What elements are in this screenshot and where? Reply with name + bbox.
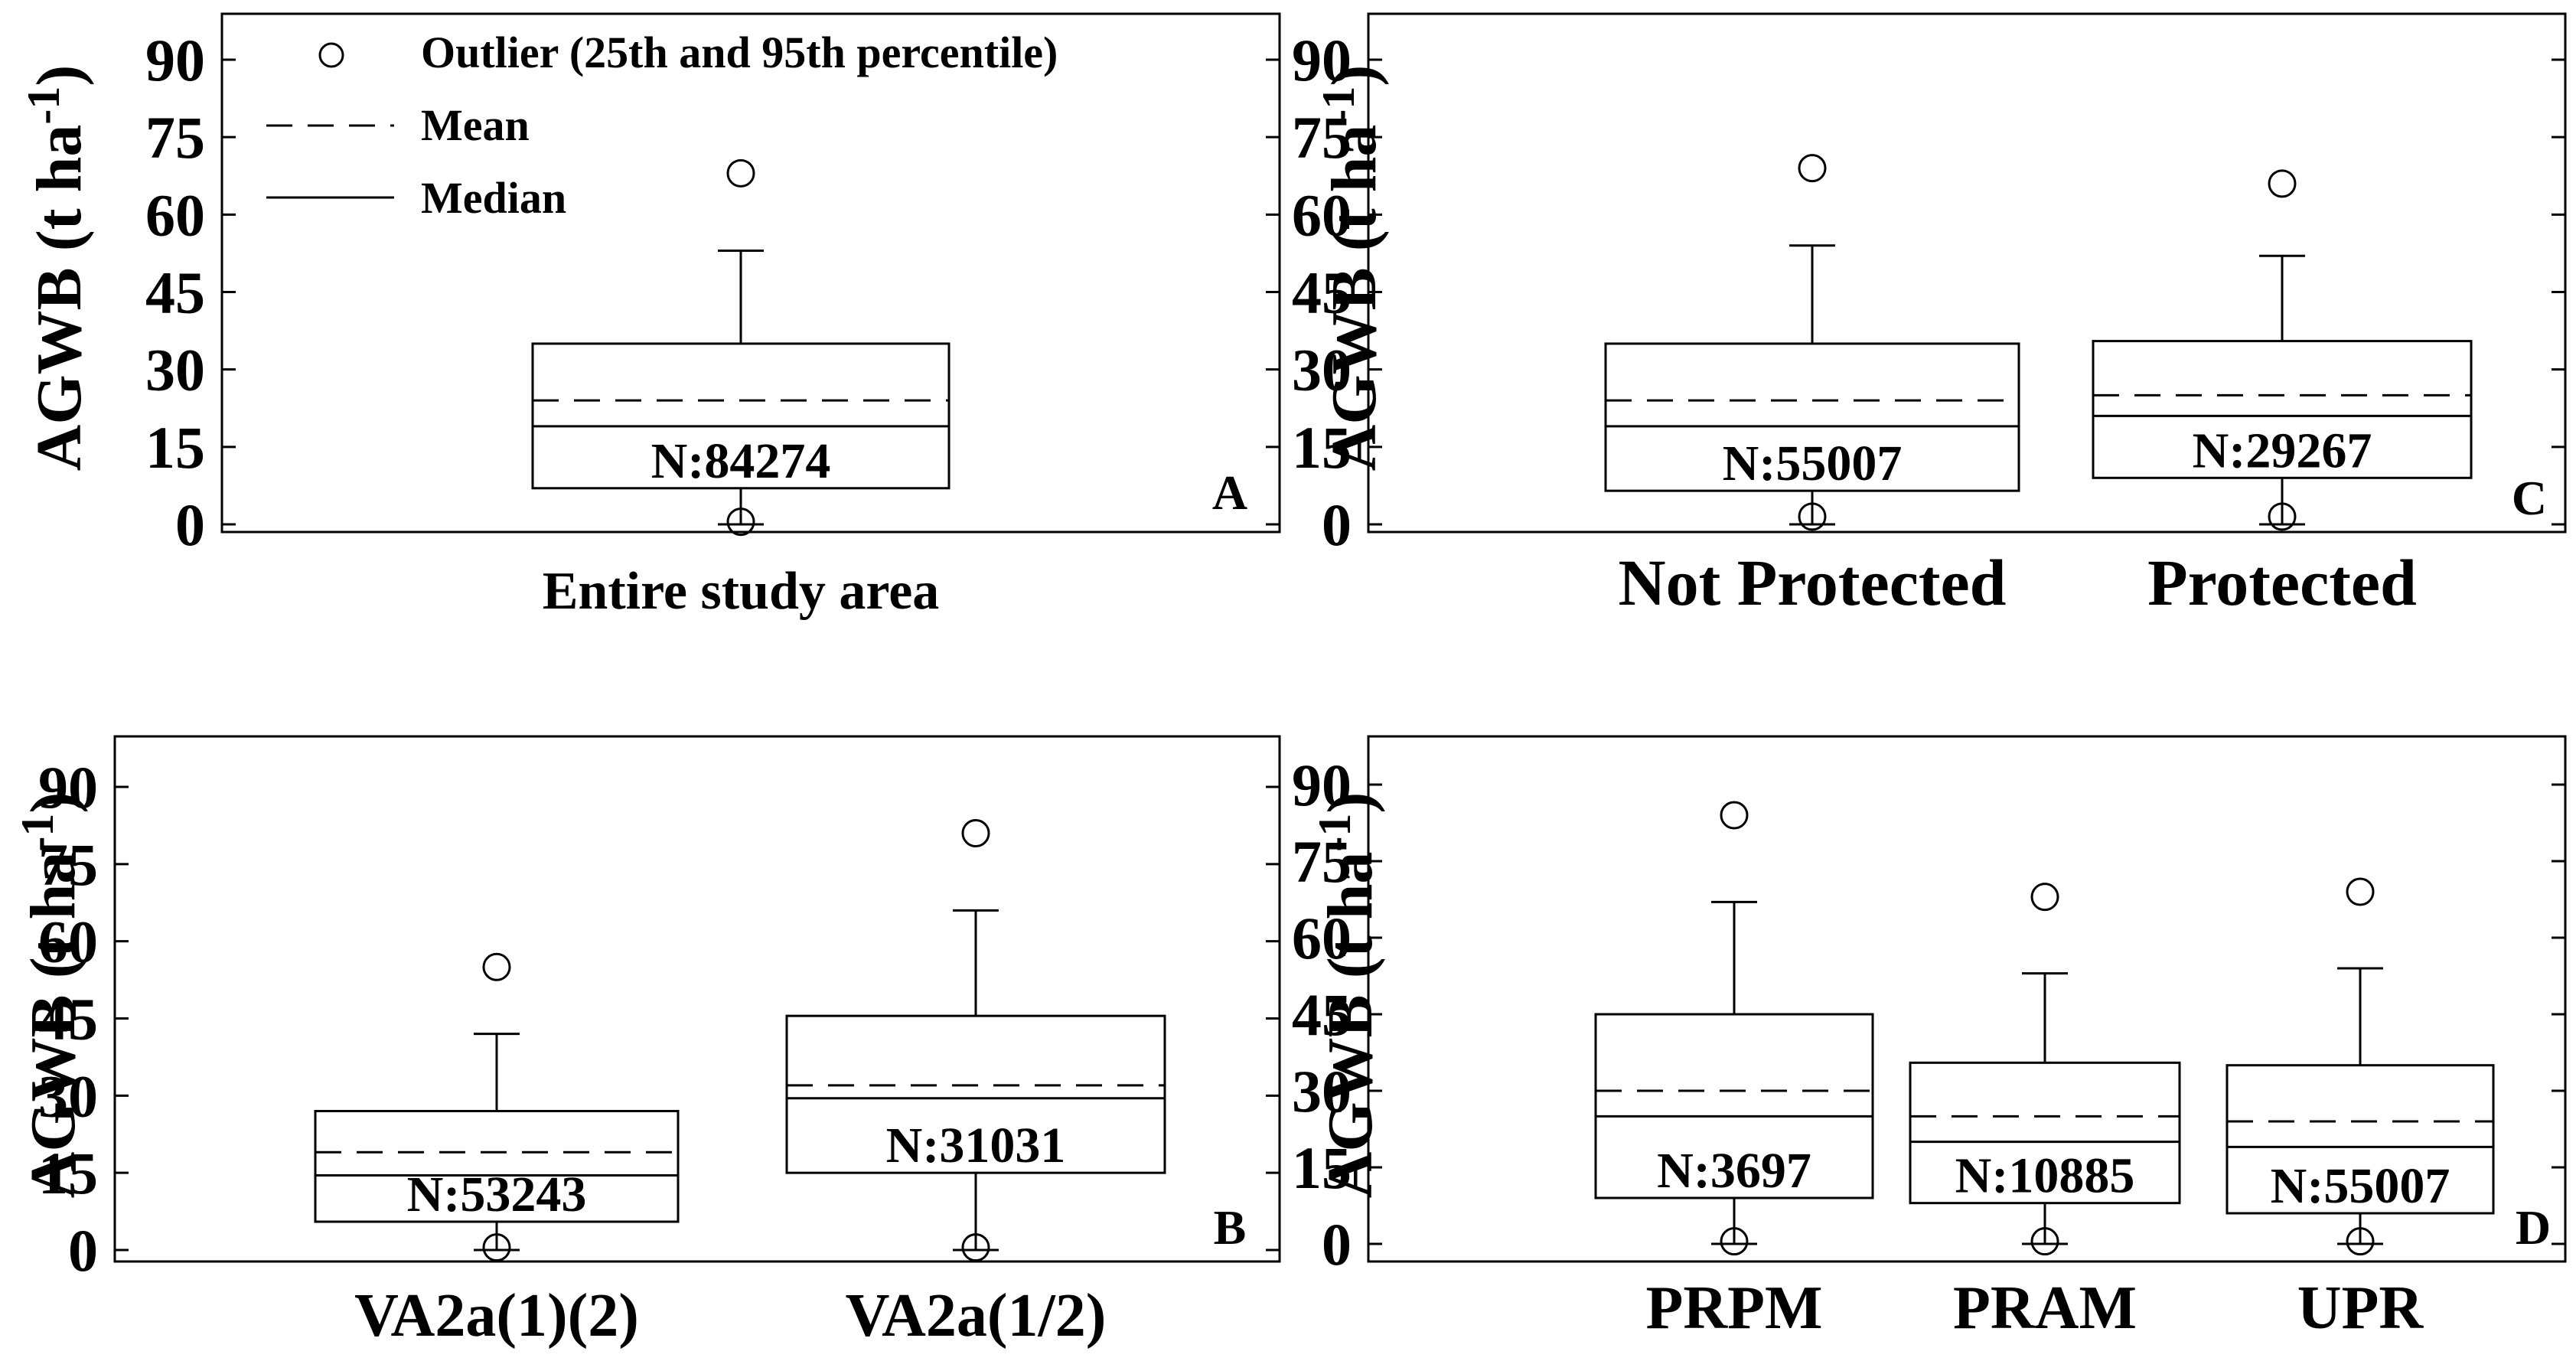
outlier-low-marker	[2346, 1227, 2375, 1256]
legend-outlier-label: Outlier (25th and 95th percentile)	[421, 28, 1058, 77]
category-label: PRAM	[1953, 1275, 2137, 1342]
iqr-box	[1909, 1061, 2181, 1205]
y-tick-label: 75	[145, 104, 205, 171]
y-tick-label: 45	[38, 986, 98, 1053]
outlier-low-marker	[482, 1233, 511, 1262]
y-tick-label: 15	[145, 414, 205, 481]
iqr-box	[531, 342, 951, 490]
iqr-box	[1604, 342, 2020, 492]
y-tick-label: 60	[1292, 905, 1352, 971]
outlier-high-marker	[1720, 801, 1749, 830]
sample-size-label: N:55007	[2271, 1158, 2450, 1214]
y-tick-label: 0	[1322, 491, 1352, 558]
y-axis-label: AGWB (t ha-1)	[12, 792, 89, 1199]
outlier-high-marker	[961, 819, 990, 847]
iqr-box	[1594, 1013, 1874, 1199]
outlier-low-marker	[726, 508, 755, 537]
legend-outlier-marker	[318, 42, 344, 68]
sample-size-label: N:55007	[1723, 436, 1903, 491]
y-tick-label: 30	[145, 337, 205, 403]
outlier-high-marker	[2268, 169, 2297, 198]
legend: Outlier (25th and 95th percentile) Mean …	[266, 28, 1058, 223]
legend-mean-label: Mean	[421, 100, 530, 150]
outlier-high-marker	[726, 158, 755, 188]
y-tick-label: 45	[1292, 259, 1352, 326]
y-axis-label: AGWB (t ha-1)	[1313, 65, 1390, 472]
sample-size-label: N:31031	[886, 1118, 1066, 1173]
category-label: UPR	[2297, 1275, 2424, 1342]
sample-size-label: N:84274	[651, 433, 831, 489]
category-label: Protected	[2147, 546, 2417, 619]
y-tick-label: 30	[38, 1062, 98, 1129]
y-tick-label: 0	[68, 1217, 98, 1284]
sample-size-label: N:53243	[407, 1167, 587, 1222]
y-tick-label: 15	[38, 1140, 98, 1206]
y-tick-label: 60	[1292, 181, 1352, 248]
y-axis-label: AGWB (t ha-1)	[1309, 792, 1386, 1199]
plot-frame	[113, 735, 1281, 1263]
outlier-high-marker	[2346, 877, 2375, 906]
y-tick-label: 90	[38, 754, 98, 821]
plot-frame	[220, 12, 1281, 534]
outlier-high-marker	[2030, 883, 2059, 912]
outlier-low-marker	[2268, 502, 2297, 531]
panel-letter: B	[1214, 1200, 1247, 1255]
y-tick-label: 45	[1292, 981, 1352, 1048]
category-label: VA2a(1)(2)	[354, 1282, 639, 1350]
category-label: VA2a(1/2)	[846, 1282, 1107, 1350]
y-tick-label: 15	[1292, 1134, 1352, 1201]
y-tick-label: 90	[1292, 27, 1352, 93]
iqr-box	[2225, 1064, 2495, 1215]
y-tick-label: 75	[1292, 828, 1352, 895]
y-tick-label: 75	[38, 831, 98, 898]
y-tick-label: 90	[1292, 752, 1352, 818]
sample-size-label: N:10885	[1955, 1148, 2135, 1204]
outlier-low-marker	[1798, 502, 1827, 531]
y-axis-label: AGWB (t ha-1)	[18, 65, 95, 472]
outlier-high-marker	[1798, 154, 1827, 183]
outlier-high-marker	[482, 952, 511, 981]
y-tick-label: 45	[145, 259, 205, 326]
category-label: Entire study area	[543, 562, 940, 621]
panel-letter: A	[1212, 465, 1247, 520]
iqr-box	[314, 1110, 680, 1223]
category-label: PRPM	[1645, 1275, 1822, 1342]
y-tick-label: 15	[1292, 414, 1352, 481]
y-tick-label: 90	[145, 27, 205, 93]
y-tick-label: 0	[175, 491, 205, 558]
y-tick-label: 30	[1292, 1058, 1352, 1124]
category-label: Not Protected	[1618, 546, 2006, 619]
y-tick-label: 60	[145, 181, 205, 248]
outlier-low-marker	[961, 1233, 990, 1262]
outlier-low-marker	[2030, 1227, 2059, 1256]
y-tick-label: 30	[1292, 337, 1352, 403]
y-tick-label: 0	[1322, 1211, 1352, 1278]
y-tick-label: 60	[38, 909, 98, 975]
panel-letter: D	[2516, 1200, 2551, 1255]
plot-frame	[1367, 735, 2567, 1263]
outlier-low-marker	[1720, 1227, 1749, 1256]
legend-median-label: Median	[421, 173, 566, 223]
panel-letter: C	[2512, 471, 2547, 525]
sample-size-label: N:29267	[2193, 423, 2372, 478]
iqr-box	[785, 1014, 1166, 1174]
sample-size-label: N:3697	[1657, 1143, 1811, 1199]
y-tick-label: 75	[1292, 104, 1352, 171]
plot-frame	[1367, 12, 2567, 534]
iqr-box	[2092, 340, 2473, 479]
